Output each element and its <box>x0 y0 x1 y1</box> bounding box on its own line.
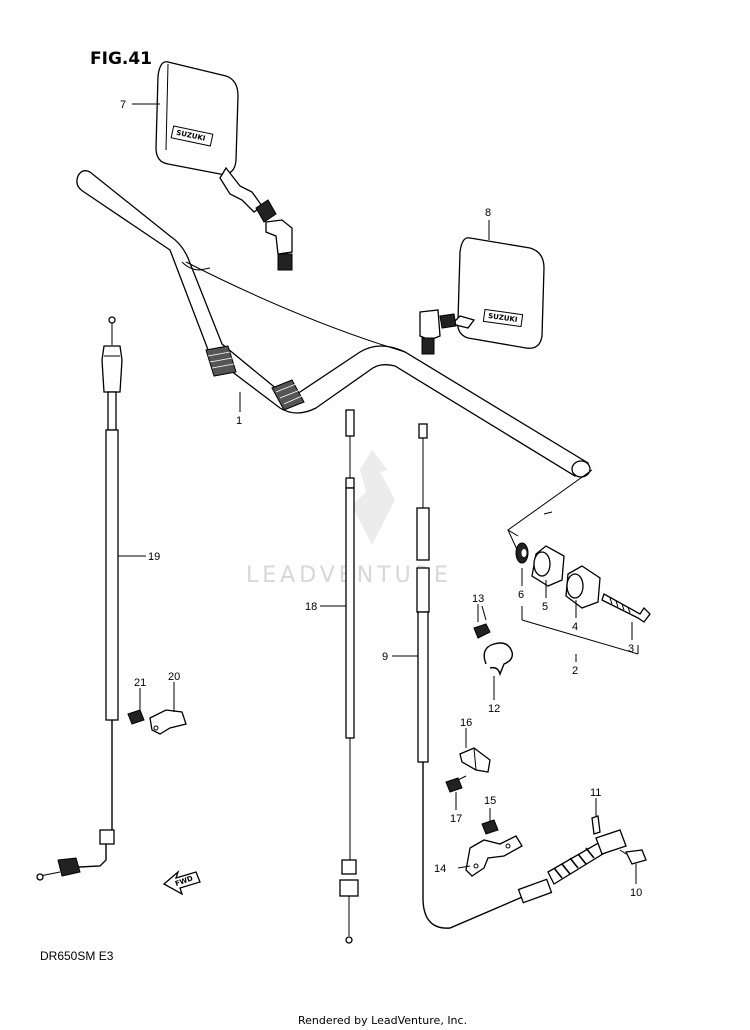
cable-19-sheath <box>105 429 119 721</box>
callout-17: 17 <box>450 813 462 825</box>
assembly-guide-line <box>507 469 593 537</box>
callout-7: 7 <box>120 99 126 111</box>
pin-11[interactable] <box>591 815 601 835</box>
callout-21: 21 <box>134 677 146 689</box>
callout-11: 11 <box>590 787 601 799</box>
cable-19-adjuster <box>101 345 123 393</box>
callout-14: 14 <box>434 863 446 875</box>
callout-19: 19 <box>148 551 160 563</box>
render-credit: Rendered by LeadVenture, Inc. <box>298 1014 467 1027</box>
mirror-left-label-plate <box>170 125 214 147</box>
model-label: DR650SM E3 <box>40 949 114 963</box>
mirror-left-stem <box>219 166 263 213</box>
mirror-right-thread <box>421 337 435 355</box>
forward-arrow: FWD <box>162 869 201 896</box>
mirror-right-adapter <box>419 309 441 341</box>
mirror-left-nut <box>255 199 277 223</box>
callout-9: 9 <box>382 651 388 663</box>
mirror-right-head <box>457 237 545 349</box>
knurl-right <box>271 379 305 411</box>
callout-18: 18 <box>305 601 317 613</box>
bracket-14[interactable] <box>465 835 523 877</box>
cable-18-end-adjuster <box>339 879 359 897</box>
cable-18[interactable] <box>339 409 359 944</box>
bolt-17[interactable] <box>445 775 467 793</box>
callout-16: 16 <box>460 717 472 729</box>
clamp-16[interactable] <box>459 747 491 773</box>
callout-4: 4 <box>572 621 578 633</box>
figure-title: FIG.41 <box>90 49 152 69</box>
cable-19[interactable] <box>36 316 123 881</box>
bracket-2-line <box>521 619 639 655</box>
handlebar[interactable] <box>76 170 591 478</box>
watermark-logo-shape <box>352 450 395 545</box>
leader-lines <box>118 103 637 884</box>
cable-19-end-fitting <box>57 857 81 877</box>
callout-3: 3 <box>628 643 634 655</box>
mirror-left-thread <box>277 253 293 271</box>
bolt-10[interactable] <box>619 849 647 865</box>
mirror-right[interactable]: SUZUKI <box>419 237 545 355</box>
mirror-left[interactable]: SUZUKI <box>155 61 293 271</box>
mirror-right-label-plate <box>482 308 524 328</box>
callout-2: 2 <box>572 665 578 677</box>
clamp-20[interactable] <box>149 709 187 735</box>
handlebar-crossbar <box>181 261 211 271</box>
callout-20: 20 <box>168 671 180 683</box>
bolt-3 <box>601 593 651 623</box>
cable-9-clevis <box>595 829 627 855</box>
balancer-assembly[interactable] <box>507 469 651 655</box>
bolt-13[interactable] <box>473 605 491 639</box>
handlebar-crossbar-line <box>185 261 406 353</box>
knurl-left <box>205 345 237 377</box>
callout-13: 13 <box>472 593 484 605</box>
callout-12: 12 <box>488 703 500 715</box>
cable-9-lower-run <box>422 762 541 929</box>
cable-18-sheath <box>345 487 355 739</box>
callout-10: 10 <box>630 887 642 899</box>
mirror-left-head <box>155 61 239 175</box>
callout-15: 15 <box>484 795 496 807</box>
mirror-right-nut <box>439 313 457 329</box>
callout-1: 1 <box>236 415 242 427</box>
cable-9-spring <box>547 841 607 885</box>
spring-clip-12[interactable] <box>483 642 514 677</box>
handlebar-end <box>571 460 591 478</box>
mirror-left-adapter <box>265 219 293 255</box>
callouts: 7 8 1 19 18 9 6 5 4 3 2 13 12 16 17 15 1… <box>120 99 642 899</box>
bolt-21[interactable] <box>127 709 145 725</box>
callout-8: 8 <box>485 207 491 219</box>
cable-9[interactable] <box>416 423 627 929</box>
callout-6: 6 <box>518 589 524 601</box>
bolt-15[interactable] <box>481 819 499 835</box>
cable-9-sheath <box>417 611 429 763</box>
callout-5: 5 <box>542 601 548 613</box>
